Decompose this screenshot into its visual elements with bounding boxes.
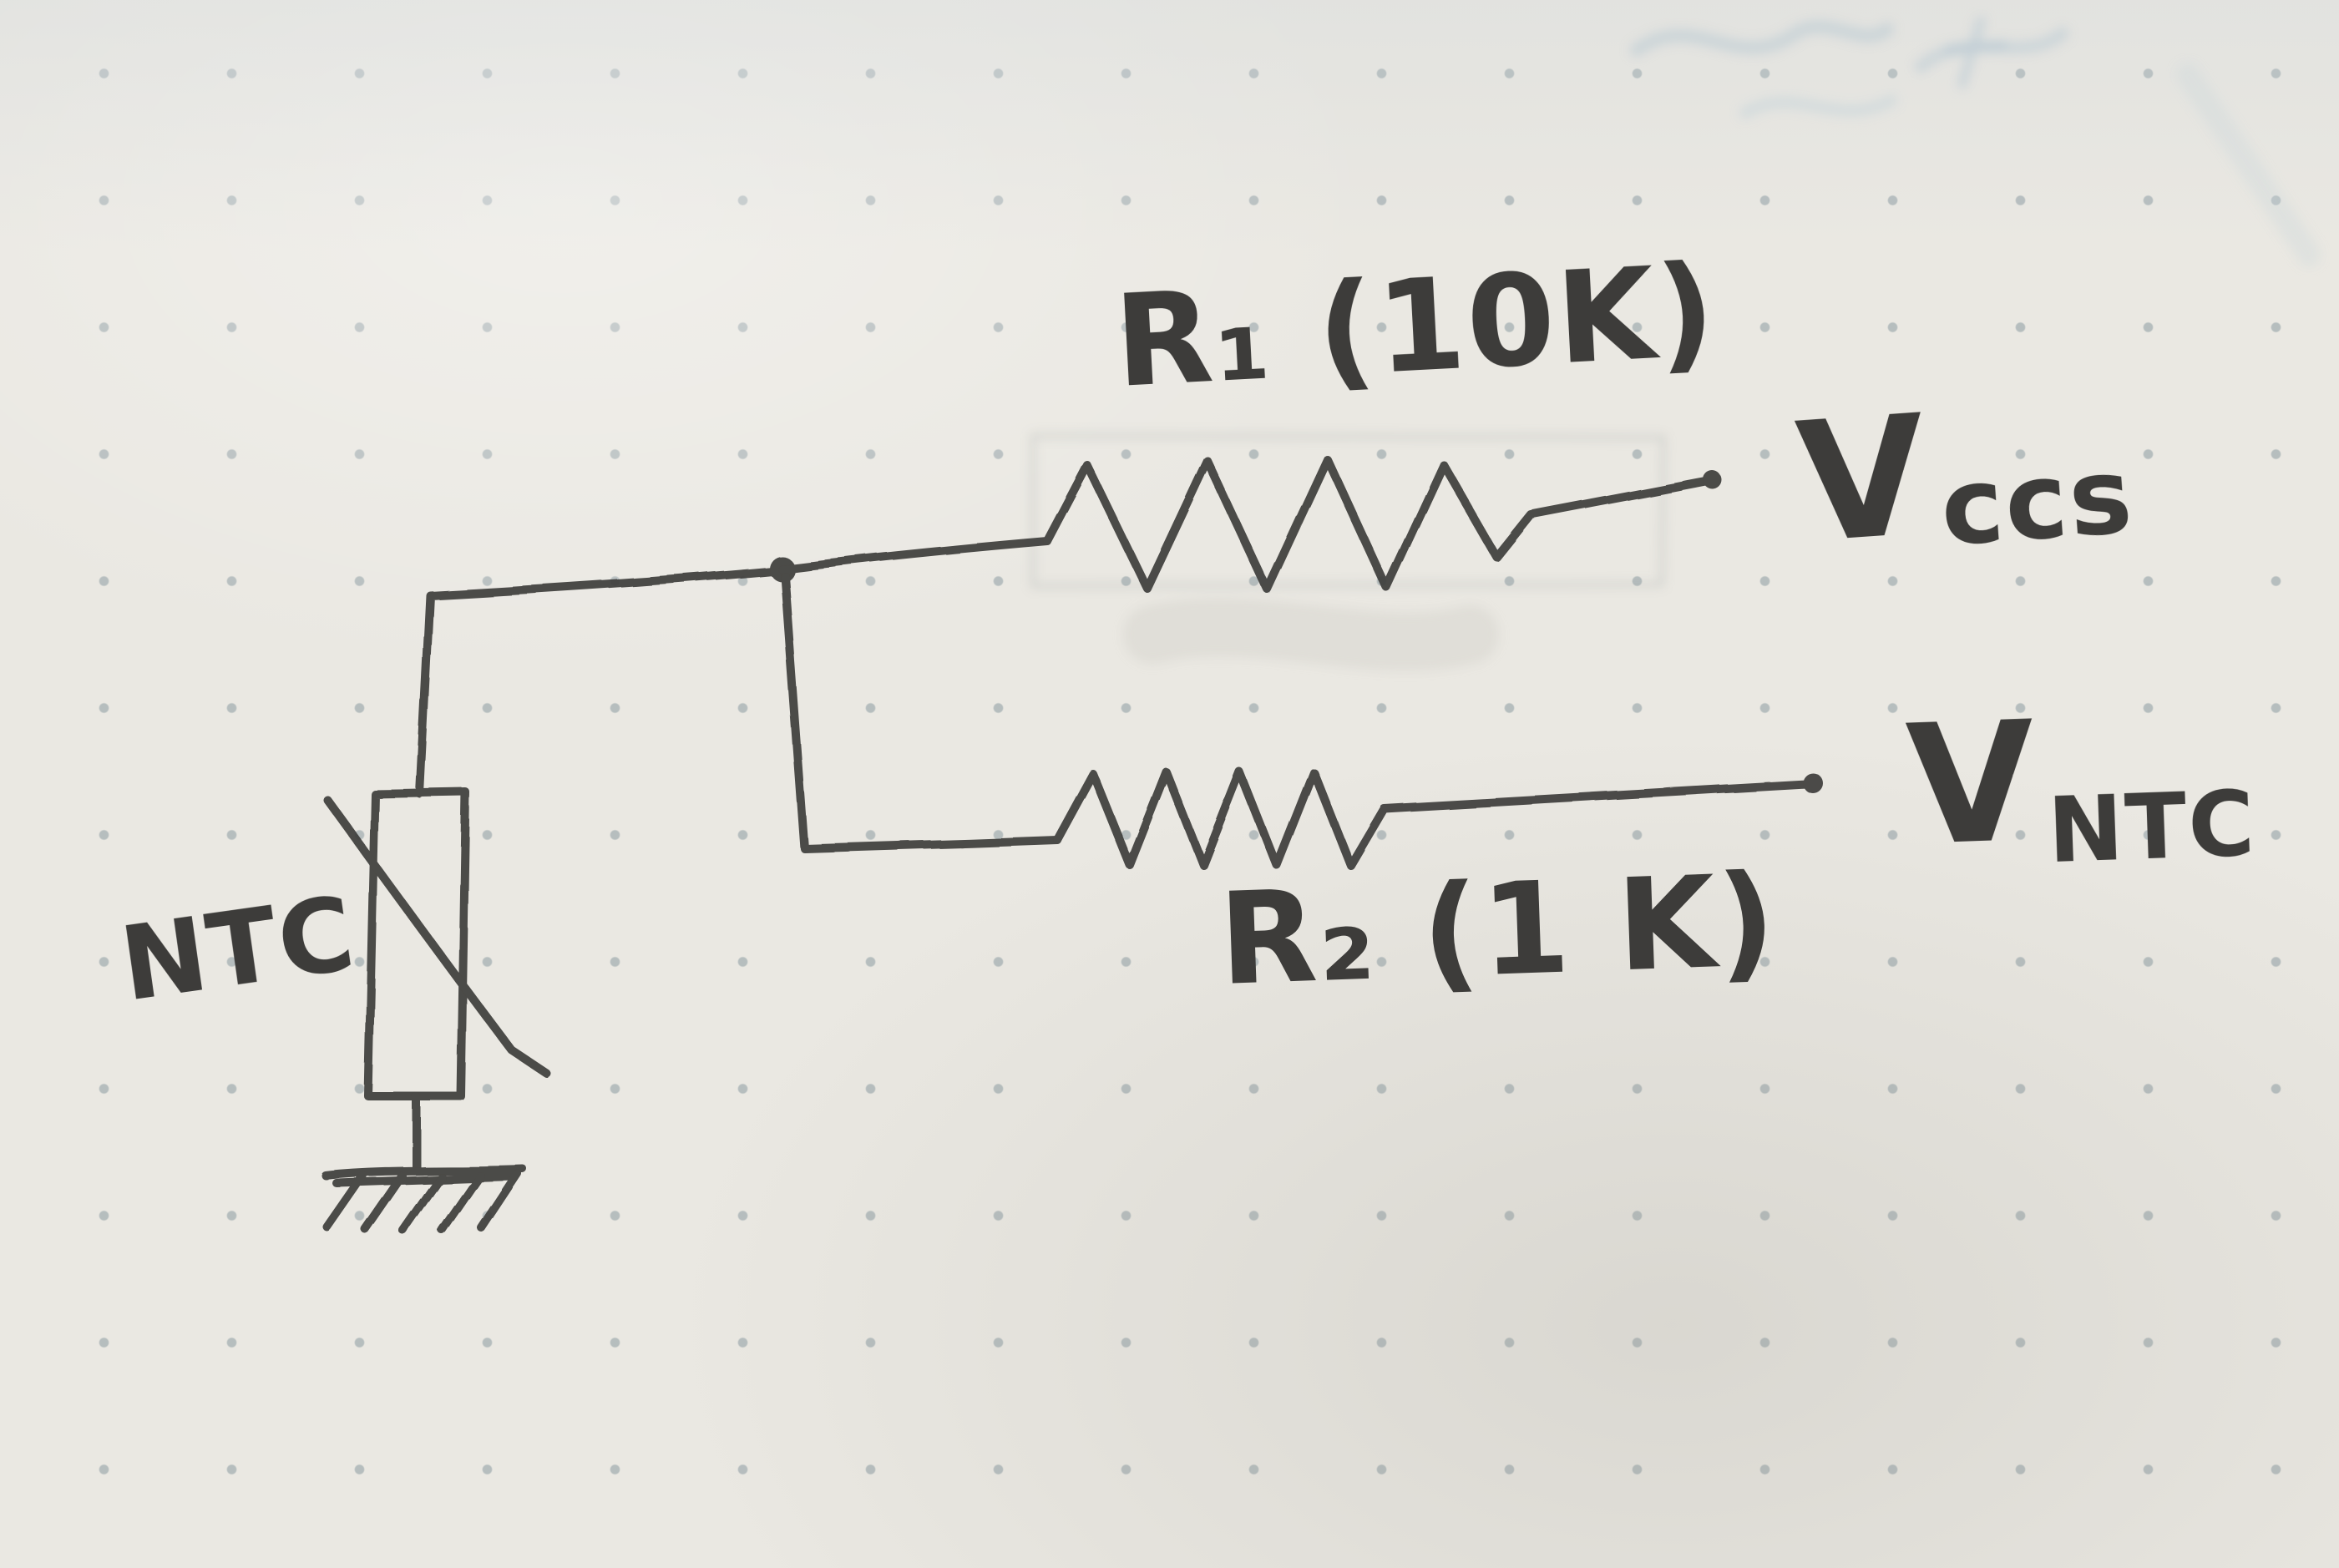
vntc-terminal-dot	[1803, 773, 1823, 793]
ntc-label: NTC	[114, 874, 362, 1024]
junction-to-r1-wire	[777, 537, 1051, 573]
smudge	[1739, 94, 1897, 119]
ground-hatch	[322, 1170, 522, 1235]
junction-to-ntc-wire	[416, 566, 786, 798]
smudge	[1943, 16, 2008, 89]
faint-erased-box	[1030, 433, 1666, 589]
vntc-label-sub: NTC	[2046, 772, 2258, 884]
vntc-label: V NTC	[1904, 678, 2258, 888]
vccs-terminal-dot	[1703, 470, 1721, 488]
r1-resistor-zigzag	[1043, 456, 1709, 594]
smudge	[1123, 598, 1499, 671]
ground-hatch-line	[322, 1171, 367, 1231]
ground-hatch-line	[361, 1171, 406, 1233]
r2-label: R₂ (1 K)	[1217, 847, 1780, 1014]
label-group: R₁ (10K) V ccs V NTC R₂ (1 K) NTC	[114, 236, 2258, 1024]
vccs-label: V ccs	[1791, 365, 2137, 580]
ground-hatch-line	[438, 1171, 484, 1235]
ground-hatch-line	[399, 1172, 445, 1235]
smudge-group	[1030, 16, 2321, 671]
smudge	[2176, 63, 2321, 266]
smudge	[1630, 20, 1894, 57]
junction-to-r2-wire	[780, 571, 1061, 852]
ntc-thermistor-diagonal	[322, 795, 550, 1077]
circuit-ink	[321, 456, 1823, 1235]
r2-resistor-zigzag	[1053, 768, 1810, 869]
vntc-label-main: V	[1904, 685, 2040, 883]
ground-hatch-line	[478, 1170, 522, 1232]
ntc-thermistor-body	[364, 788, 470, 1100]
r1-label: R₁ (10K)	[1111, 236, 1720, 415]
ground-symbol	[321, 1165, 527, 1235]
vccs-label-main: V	[1791, 379, 1934, 580]
vccs-label-sub: ccs	[1937, 433, 2137, 569]
